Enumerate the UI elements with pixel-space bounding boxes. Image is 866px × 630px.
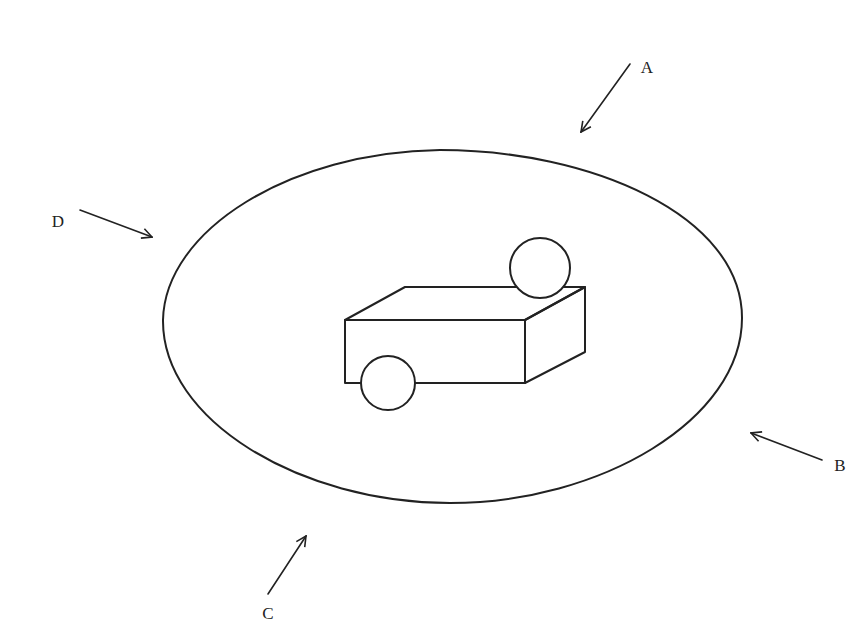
arrow-label: A (641, 58, 653, 77)
arrow-label: B (834, 456, 845, 475)
ball (510, 238, 570, 298)
arrow-label-holder: C (262, 605, 273, 623)
arrow-label: C (262, 604, 273, 623)
arrow (581, 64, 630, 132)
arrow (80, 210, 152, 237)
outer-ellipse (163, 150, 742, 503)
ball (361, 356, 415, 410)
arrow (268, 536, 306, 594)
arrow-label-holder: D (52, 213, 64, 231)
arrow-label-holder: A (641, 59, 653, 77)
arrow (751, 433, 822, 460)
arrow-label-holder: B (834, 457, 845, 475)
arrow-label: D (52, 212, 64, 231)
